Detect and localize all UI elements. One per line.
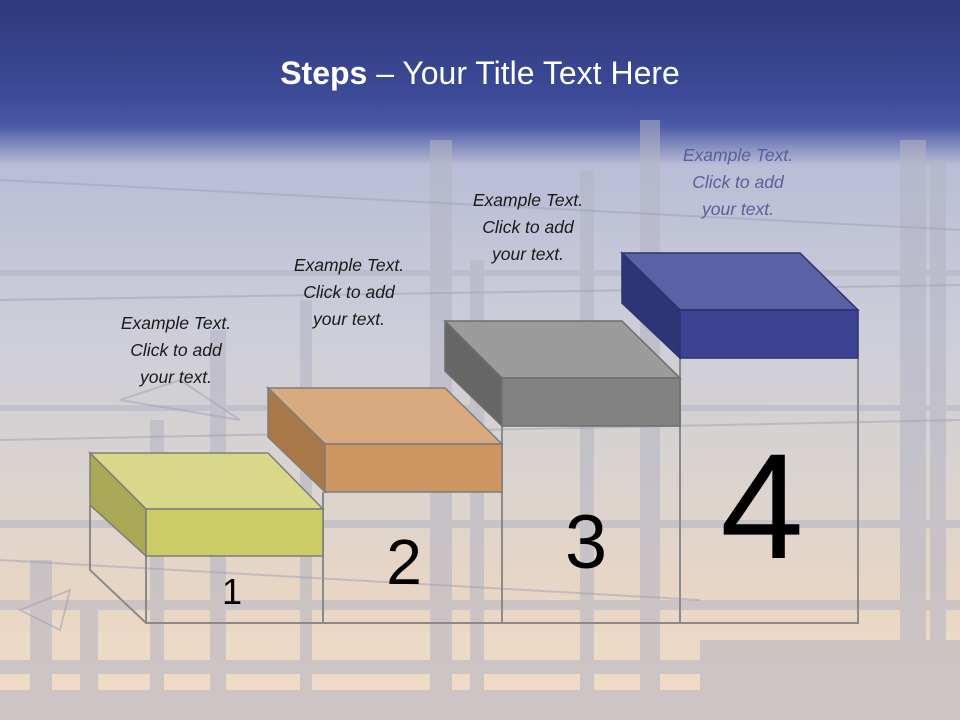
step-2-number: 2 (386, 526, 422, 598)
title-bold: Steps (280, 55, 368, 91)
step-1-caption[interactable]: Example Text. Click to add your text. (76, 310, 276, 391)
caption-line: Example Text. (472, 190, 584, 210)
caption-line: Example Text. (293, 255, 405, 275)
step-4-number: 4 (720, 422, 803, 590)
step-2-block[interactable] (266, 386, 504, 494)
title-rest: – Your Title Text Here (367, 55, 680, 91)
step-3-block[interactable] (443, 319, 682, 428)
caption-line: Example Text. (120, 313, 232, 333)
slide-title[interactable]: Steps – Your Title Text Here (0, 55, 960, 92)
caption-line: your text. (140, 367, 212, 387)
caption-line: Click to add (130, 340, 222, 360)
step-3-number: 3 (565, 500, 607, 585)
caption-line: your text. (313, 309, 385, 329)
step-3-caption[interactable]: Example Text. Click to add your text. (428, 187, 628, 268)
caption-line: your text. (492, 244, 564, 264)
caption-line: Click to add (303, 282, 395, 302)
step-4-caption[interactable]: Example Text. Click to add your text. (638, 142, 838, 223)
caption-line: your text. (702, 199, 774, 219)
step-2-caption[interactable]: Example Text. Click to add your text. (249, 252, 449, 333)
caption-line: Example Text. (682, 145, 794, 165)
step-1-number: 1 (222, 571, 242, 612)
caption-line: Click to add (482, 217, 574, 237)
caption-line: Click to add (692, 172, 784, 192)
step-4-block[interactable] (620, 251, 860, 360)
step-1-block[interactable] (88, 451, 325, 558)
